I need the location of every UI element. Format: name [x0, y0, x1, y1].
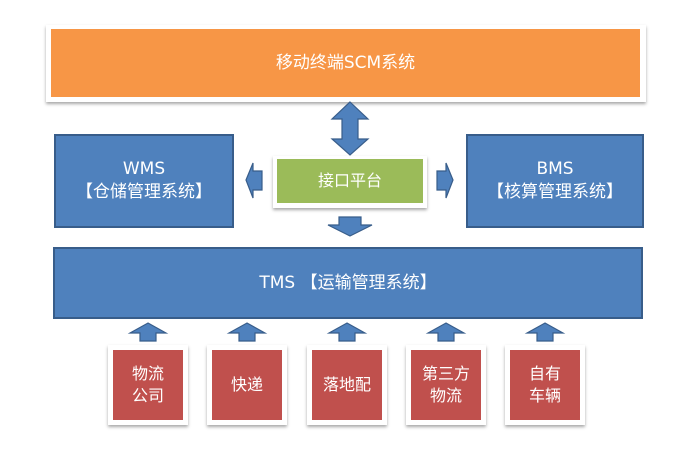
source-box-logistics-company[interactable]: 物流 公司	[113, 350, 183, 420]
source-label-line2: 车辆	[528, 386, 561, 405]
tms-box[interactable]: TMS 【运输管理系统】	[53, 247, 643, 319]
source-frame-own-vehicles: 自有 车辆	[505, 345, 585, 425]
source-frame-express: 快递	[207, 345, 287, 425]
source-frame-logistics-company: 物流 公司	[108, 345, 188, 425]
source-label-line1: 落地配	[322, 375, 371, 395]
source-label-line1: 自有	[528, 364, 561, 384]
arrow-right-icon	[436, 162, 454, 199]
source-frame-third-party: 第三方 物流	[406, 345, 486, 425]
arrow-up-icon	[226, 322, 268, 342]
source-frame-last-mile: 落地配	[307, 345, 387, 425]
arrow-left-icon	[245, 162, 263, 199]
interface-platform-label: 接口平台	[317, 171, 382, 191]
bms-title: BMS	[536, 159, 574, 180]
scm-system-label: 移动终端SCM系统	[275, 52, 416, 73]
arrow-up-icon	[326, 322, 368, 342]
arrow-up-icon	[127, 322, 169, 342]
wms-subtitle: 【仓储管理系统】	[76, 182, 212, 202]
interface-platform-frame: 接口平台	[273, 156, 427, 208]
scm-system-frame: 移动终端SCM系统	[46, 25, 646, 102]
source-label-line1: 快递	[230, 375, 263, 395]
tms-label: TMS 【运输管理系统】	[259, 272, 437, 293]
scm-system-box[interactable]: 移动终端SCM系统	[51, 29, 640, 97]
arrow-up-icon	[524, 322, 566, 342]
source-label-line1: 第三方	[421, 364, 470, 384]
bidirectional-arrow-icon	[330, 101, 370, 156]
bms-box[interactable]: BMS 【核算管理系统】	[466, 134, 644, 228]
bms-subtitle: 【核算管理系统】	[487, 182, 623, 202]
source-label-line2: 公司	[131, 386, 164, 405]
interface-platform-box[interactable]: 接口平台	[277, 159, 423, 203]
arrow-up-icon	[425, 322, 467, 342]
source-box-express[interactable]: 快递	[212, 350, 282, 420]
source-label-line2: 物流	[429, 386, 462, 405]
source-box-third-party[interactable]: 第三方 物流	[411, 350, 481, 420]
source-box-last-mile[interactable]: 落地配	[312, 350, 382, 420]
source-label-line1: 物流	[131, 364, 164, 384]
source-box-own-vehicles[interactable]: 自有 车辆	[510, 350, 580, 420]
wms-title: WMS	[122, 159, 166, 180]
wms-box[interactable]: WMS 【仓储管理系统】	[54, 134, 234, 228]
arrow-down-icon	[327, 216, 373, 237]
